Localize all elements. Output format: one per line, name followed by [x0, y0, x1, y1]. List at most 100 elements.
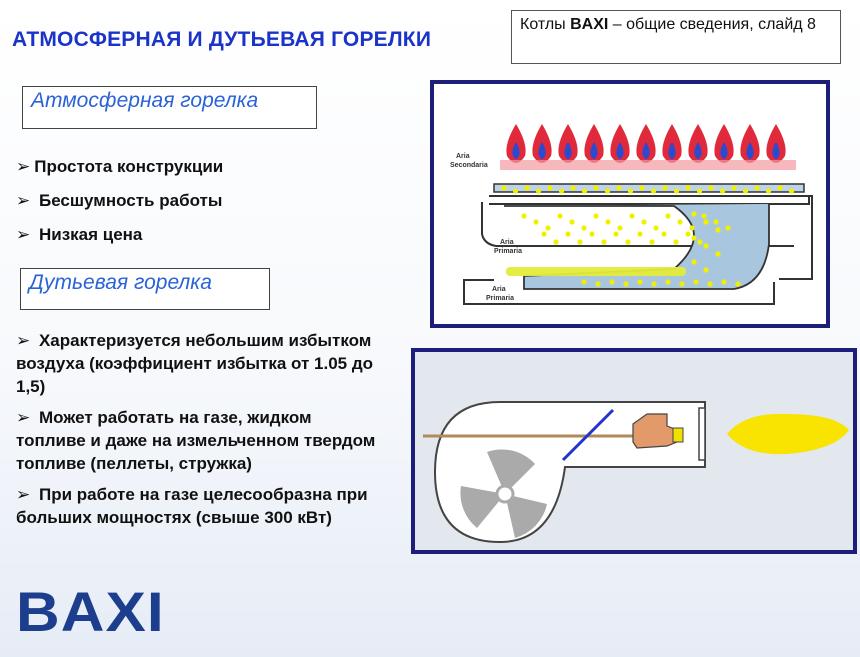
- inner-flame-icon: [564, 142, 572, 159]
- inner-flame-icon: [720, 142, 728, 159]
- gas-dot: [685, 185, 691, 191]
- gas-dot: [721, 279, 727, 285]
- gas-dot: [653, 225, 659, 231]
- gas-dot: [639, 185, 645, 191]
- gas-dot: [637, 279, 643, 285]
- gas-jet: [506, 267, 686, 276]
- gas-dot: [707, 281, 713, 287]
- bullet-text: Простота конструкции: [34, 157, 224, 176]
- nozzle-tip: [672, 427, 684, 443]
- gas-dot: [719, 188, 726, 194]
- gas-dot: [541, 231, 547, 237]
- gas-dot: [601, 239, 607, 245]
- inner-flame-icon: [694, 142, 702, 159]
- gas-dot: [777, 185, 783, 191]
- list-item: ➢ Может работать на газе, жидком топливе…: [16, 406, 386, 475]
- gas-dot: [715, 251, 721, 257]
- gas-dot: [691, 211, 697, 217]
- gas-dot: [623, 281, 629, 287]
- slide-reference-box: Котлы BAXI – общие сведения, слайд 8: [511, 10, 841, 64]
- air-gas-mixture-dots: [501, 185, 795, 287]
- baxi-logo: BAXI: [16, 580, 165, 643]
- forced-draft-bullet-list: ➢ Характеризуется небольшим избытком воз…: [16, 329, 386, 537]
- arrow-bullet-icon: ➢: [16, 157, 31, 176]
- bullet-text: Может работать на газе, жидком топливе и…: [16, 408, 376, 473]
- gas-dot: [650, 188, 657, 194]
- arrow-bullet-icon: ➢: [16, 331, 31, 350]
- forced-draft-burner-diagram: [411, 348, 857, 554]
- gas-dot: [501, 185, 507, 191]
- gas-dot: [679, 281, 685, 287]
- list-item: ➢ Бесшумность работы: [16, 191, 223, 225]
- gas-dot: [742, 188, 749, 194]
- flame-disc: [698, 407, 706, 461]
- gas-dot: [595, 281, 601, 287]
- gas-dot: [677, 219, 683, 225]
- gas-dot: [696, 188, 703, 194]
- gas-dot: [617, 225, 623, 231]
- gas-dot: [604, 188, 611, 194]
- list-item: ➢ Низкая цена: [16, 225, 223, 259]
- label-primaria: Primaria: [486, 295, 514, 302]
- gas-dot: [557, 213, 563, 219]
- gas-dot: [735, 281, 741, 287]
- inner-flame-icon: [512, 142, 520, 159]
- inner-flame-icon: [642, 142, 650, 159]
- flame: [727, 413, 849, 455]
- gas-dot: [605, 219, 611, 225]
- electrode: [561, 408, 615, 462]
- burner-flames: [500, 124, 796, 170]
- gas-dot: [533, 219, 539, 225]
- gas-dot: [613, 231, 619, 237]
- bullet-text: Низкая цена: [34, 225, 143, 244]
- gas-dot: [689, 225, 695, 231]
- list-item: ➢Простота конструкции: [16, 157, 223, 191]
- gas-dot: [788, 188, 795, 194]
- gas-dot: [553, 239, 559, 245]
- gas-dot: [609, 279, 615, 285]
- slide-ref-suffix: – общие сведения, слайд 8: [608, 16, 816, 33]
- flame-base-glow: [500, 160, 796, 170]
- gas-dot: [581, 279, 587, 285]
- inner-flame-icon: [772, 142, 780, 159]
- gas-dot: [725, 225, 731, 231]
- arrow-bullet-icon: ➢: [16, 225, 31, 244]
- gas-dot: [545, 225, 551, 231]
- slide-ref-prefix: Котлы: [520, 16, 571, 33]
- gas-dot: [589, 231, 595, 237]
- atmospheric-bullet-list: ➢Простота конструкции ➢ Бесшумность рабо…: [16, 157, 223, 259]
- gas-dot: [625, 239, 631, 245]
- gas-dot: [685, 231, 691, 237]
- bullet-text: Бесшумность работы: [34, 191, 223, 210]
- atmospheric-burner-diagram: Aria Secondaria Aria Primaria Aria Prima…: [430, 80, 830, 328]
- gas-dot: [627, 188, 634, 194]
- gas-dot: [691, 235, 697, 241]
- gas-dot: [547, 185, 553, 191]
- inner-flame-icon: [668, 142, 676, 159]
- gas-dot: [565, 231, 571, 237]
- forced-draft-burner-svg: [423, 401, 849, 544]
- bullet-text: Характеризуется небольшим избытком возду…: [16, 331, 373, 396]
- inner-flame-icon: [616, 142, 624, 159]
- gas-dot: [673, 188, 680, 194]
- gas-dot: [731, 185, 737, 191]
- gas-dot: [703, 267, 709, 273]
- gas-dot: [535, 188, 542, 194]
- gas-dot: [715, 227, 721, 233]
- label-primaria: Primaria: [494, 248, 522, 255]
- gas-dot: [569, 219, 575, 225]
- arrow-bullet-icon: ➢: [16, 408, 31, 427]
- gas-dot: [570, 185, 576, 191]
- inner-flame-icon: [590, 142, 598, 159]
- gas-dot: [665, 213, 671, 219]
- gas-dot: [691, 259, 697, 265]
- label-aria: Aria: [500, 239, 514, 246]
- gas-dot: [701, 213, 707, 219]
- gas-dot: [524, 185, 530, 191]
- gas-dot: [581, 225, 587, 231]
- gas-dot: [708, 185, 714, 191]
- gas-dot: [713, 219, 719, 225]
- gas-dot: [637, 231, 643, 237]
- forced-draft-burner-heading: Дутьевая горелка: [20, 268, 270, 310]
- slide-title: АТМОСФЕРНАЯ И ДУТЬЕВАЯ ГОРЕЛКИ: [12, 28, 432, 51]
